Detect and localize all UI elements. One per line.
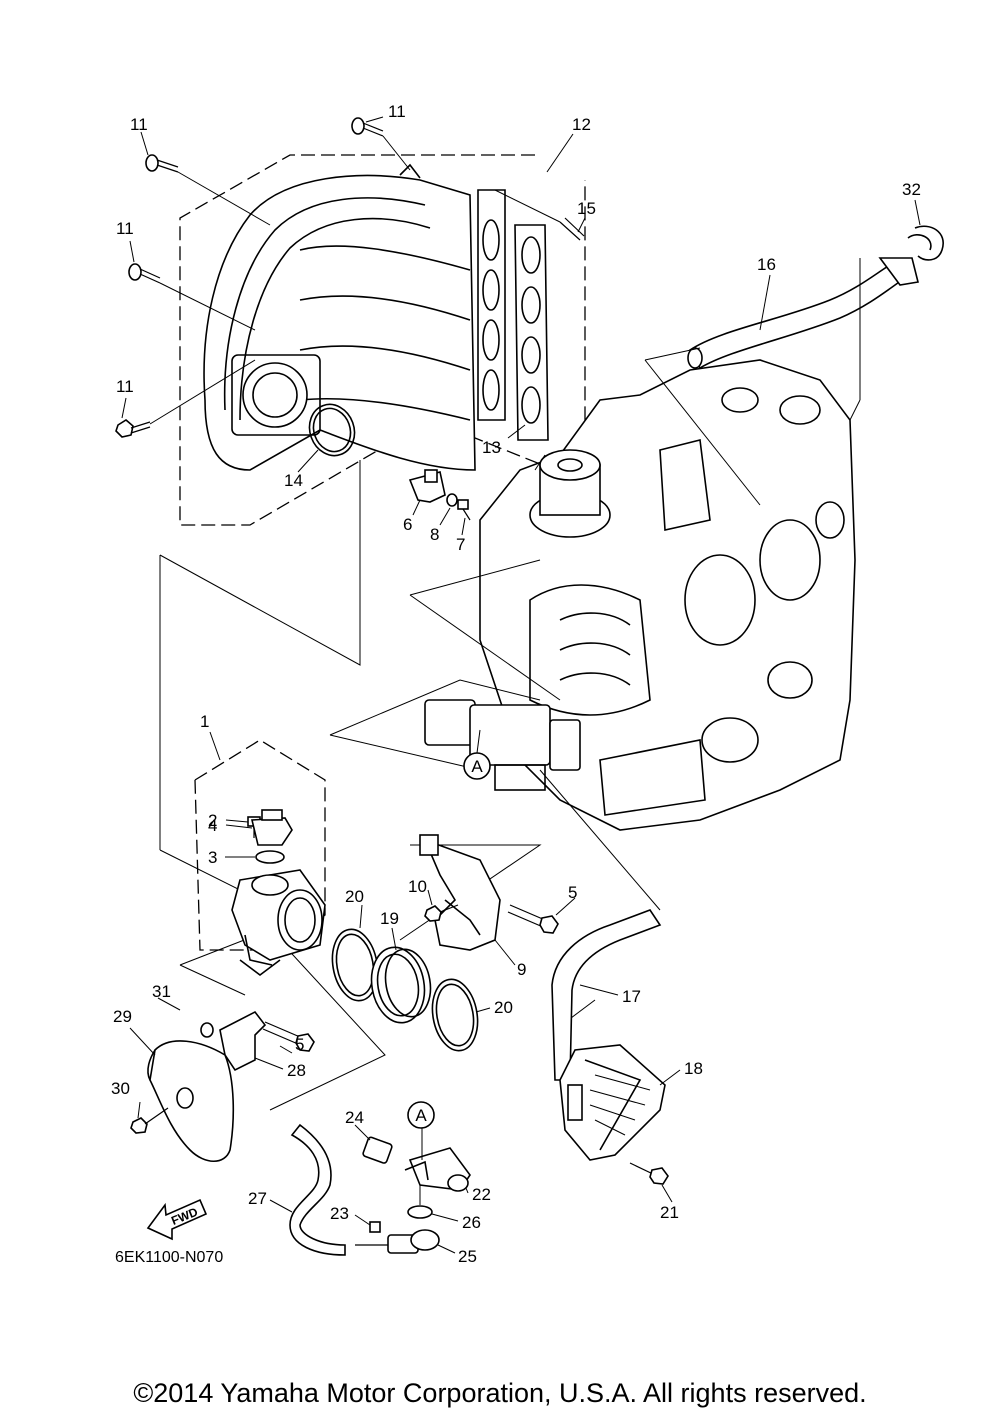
idle-valve-22[interactable] (404, 1147, 471, 1192)
callout-19: 19 (380, 909, 399, 928)
callout-21: 21 (660, 1203, 679, 1222)
screw-23[interactable] (369, 1221, 381, 1233)
hose-16[interactable] (687, 257, 919, 370)
callout-14: 14 (284, 471, 303, 490)
reference-circle-a-1: A (463, 752, 491, 780)
throttle-body-group (194, 739, 326, 951)
bolt-10[interactable] (424, 904, 459, 922)
callout-11-c: 11 (116, 219, 134, 238)
hose-clip-32[interactable] (907, 225, 944, 261)
callout-28: 28 (287, 1061, 306, 1080)
screw-30[interactable] (130, 1107, 169, 1134)
callout-11-d: 11 (116, 377, 134, 396)
engine-block (424, 359, 856, 831)
bolt-11-a[interactable] (145, 154, 179, 173)
o-ring-3[interactable] (255, 850, 285, 864)
hose-clamp-20-b[interactable] (427, 976, 483, 1055)
screw-7[interactable] (457, 499, 471, 521)
diagram-code: 6EK1100-N070 (115, 1249, 223, 1266)
callout-25: 25 (458, 1247, 477, 1266)
reference-circle-a-2: A (407, 1101, 435, 1129)
callout-5-lower: 5 (295, 1035, 304, 1054)
callout-6: 6 (403, 515, 412, 534)
callout-17: 17 (622, 987, 641, 1006)
callout-30: 30 (111, 1079, 130, 1098)
bolt-11-d[interactable] (115, 419, 151, 438)
o-ring-26[interactable] (407, 1205, 433, 1219)
callout-2: 2 (208, 811, 217, 830)
hose-17[interactable] (551, 909, 662, 1081)
callout-12: 12 (572, 115, 591, 134)
bolt-11-c[interactable] (128, 263, 161, 284)
callout-16: 16 (757, 255, 776, 274)
callout-4-text: 4 (208, 816, 217, 835)
fitting-25[interactable] (355, 1229, 440, 1254)
callout-15: 15 (577, 199, 596, 218)
callout-11-a: 11 (130, 115, 148, 134)
throttle-body[interactable] (231, 869, 326, 976)
callout-9: 9 (517, 960, 526, 979)
bolt-5-upper[interactable] (507, 904, 559, 934)
callout-32: 32 (902, 180, 921, 199)
callout-27: 27 (248, 1189, 267, 1208)
callout-29: 29 (113, 1007, 132, 1026)
svg-text:FWD: FWD (169, 1205, 200, 1228)
callout-1: 1 (200, 712, 209, 731)
dowel-pin[interactable] (494, 189, 585, 241)
bolt-5-lower[interactable] (262, 1021, 315, 1052)
bolt-11-b[interactable] (351, 117, 384, 137)
intake-manifold-group (179, 154, 586, 526)
fitting-24[interactable] (362, 1136, 393, 1164)
callout-13: 13 (482, 438, 501, 457)
callout-10: 10 (408, 877, 427, 896)
callout-5-upper: 5 (568, 883, 577, 902)
callout-20-b: 20 (494, 998, 513, 1017)
callout-20-a: 20 (345, 887, 364, 906)
washer-8[interactable] (446, 493, 458, 507)
o-ring-14[interactable] (302, 398, 361, 462)
sensor-6[interactable] (408, 469, 446, 503)
svg-text:A: A (471, 757, 483, 776)
callout-18: 18 (684, 1059, 703, 1078)
callout-11-b: 11 (388, 102, 406, 121)
callout-8: 8 (430, 525, 439, 544)
callout-22: 22 (472, 1185, 491, 1204)
copyright-notice: ©2014 Yamaha Motor Corporation, U.S.A. A… (133, 1378, 867, 1408)
callout-24: 24 (345, 1108, 364, 1127)
callout-26: 26 (462, 1213, 481, 1232)
screw-31[interactable] (200, 1022, 214, 1038)
bracket-9[interactable] (419, 834, 501, 951)
sensor-4[interactable] (250, 809, 293, 846)
callout-labels: 11 11 11 11 12 13 14 15 16 32 6 8 7 1 2 … (111, 102, 921, 1266)
callout-3: 3 (208, 848, 217, 867)
cover-29[interactable] (147, 1040, 235, 1163)
callout-31: 31 (152, 982, 171, 1001)
hose-27[interactable] (289, 1123, 346, 1256)
intake-manifold[interactable] (203, 163, 506, 471)
forward-arrow-icon: FWD (146, 1198, 208, 1241)
callout-7: 7 (456, 535, 465, 554)
intake-joint-19[interactable] (366, 943, 436, 1027)
callout-leaders (121, 116, 921, 1254)
manifold-gasket[interactable] (514, 224, 549, 441)
callout-23: 23 (330, 1204, 349, 1223)
silencer-18[interactable] (559, 1044, 666, 1161)
svg-text:A: A (415, 1106, 427, 1125)
bolt-21[interactable] (629, 1162, 669, 1185)
